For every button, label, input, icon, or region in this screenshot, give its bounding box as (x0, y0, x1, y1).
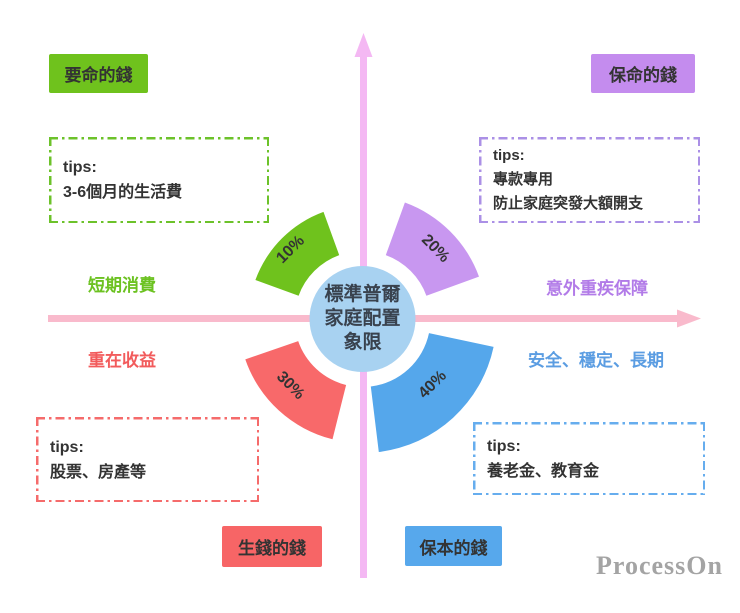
tips-line: 養老金、教育金 (487, 462, 600, 480)
center-title: 標準普爾 家庭配置 象限 (302, 283, 423, 355)
center-title-line: 標準普爾 (324, 284, 401, 305)
axis-label-top-left: 短期消費 (88, 276, 156, 295)
center-title-line: 家庭配置 (324, 308, 401, 329)
axis-label-bottom-left: 重在收益 (88, 351, 156, 370)
tips-line: 防止家庭突發大額開支 (493, 195, 644, 212)
tips-box-top-left: tips: 3-6個月的生活費 (49, 137, 269, 223)
wedge-bottom-left (245, 341, 347, 440)
tag-box-bottom-right: 保本的錢 (405, 526, 502, 566)
tag-box-bottom-left: 生錢的錢 (222, 526, 322, 567)
wedge-top-right (385, 202, 479, 296)
horizontal-axis-arrow-icon (677, 309, 701, 328)
tips-line: tips: (493, 147, 525, 164)
center-title-line: 象限 (343, 332, 382, 353)
processon-watermark: ProcessOn (596, 551, 723, 580)
center-circle (309, 266, 416, 372)
tips-box-bottom-right: tips: 養老金、教育金 (473, 422, 705, 495)
vertical-axis-arrow-icon (354, 33, 373, 57)
axis-label-bottom-right: 安全、穩定、長期 (528, 351, 664, 370)
tag-box-top-left: 要命的錢 (49, 54, 148, 93)
tips-line: 專款專用 (493, 171, 554, 188)
tips-box-top-right: tips: 專款專用 防止家庭突發大額開支 (479, 137, 700, 223)
tips-line: 股票、房產等 (50, 463, 147, 481)
wedge-bottom-right (370, 333, 494, 452)
tips-line: tips: (487, 437, 521, 455)
tips-line: 3-6個月的生活費 (63, 184, 183, 201)
tips-line: tips: (50, 438, 84, 456)
tips-line: tips: (63, 159, 97, 176)
tips-box-bottom-left: tips: 股票、房產等 (36, 417, 259, 502)
axis-label-top-right: 意外重疾保障 (546, 279, 648, 298)
tag-box-top-right: 保命的錢 (591, 54, 695, 93)
wedge-top-left (255, 211, 340, 296)
